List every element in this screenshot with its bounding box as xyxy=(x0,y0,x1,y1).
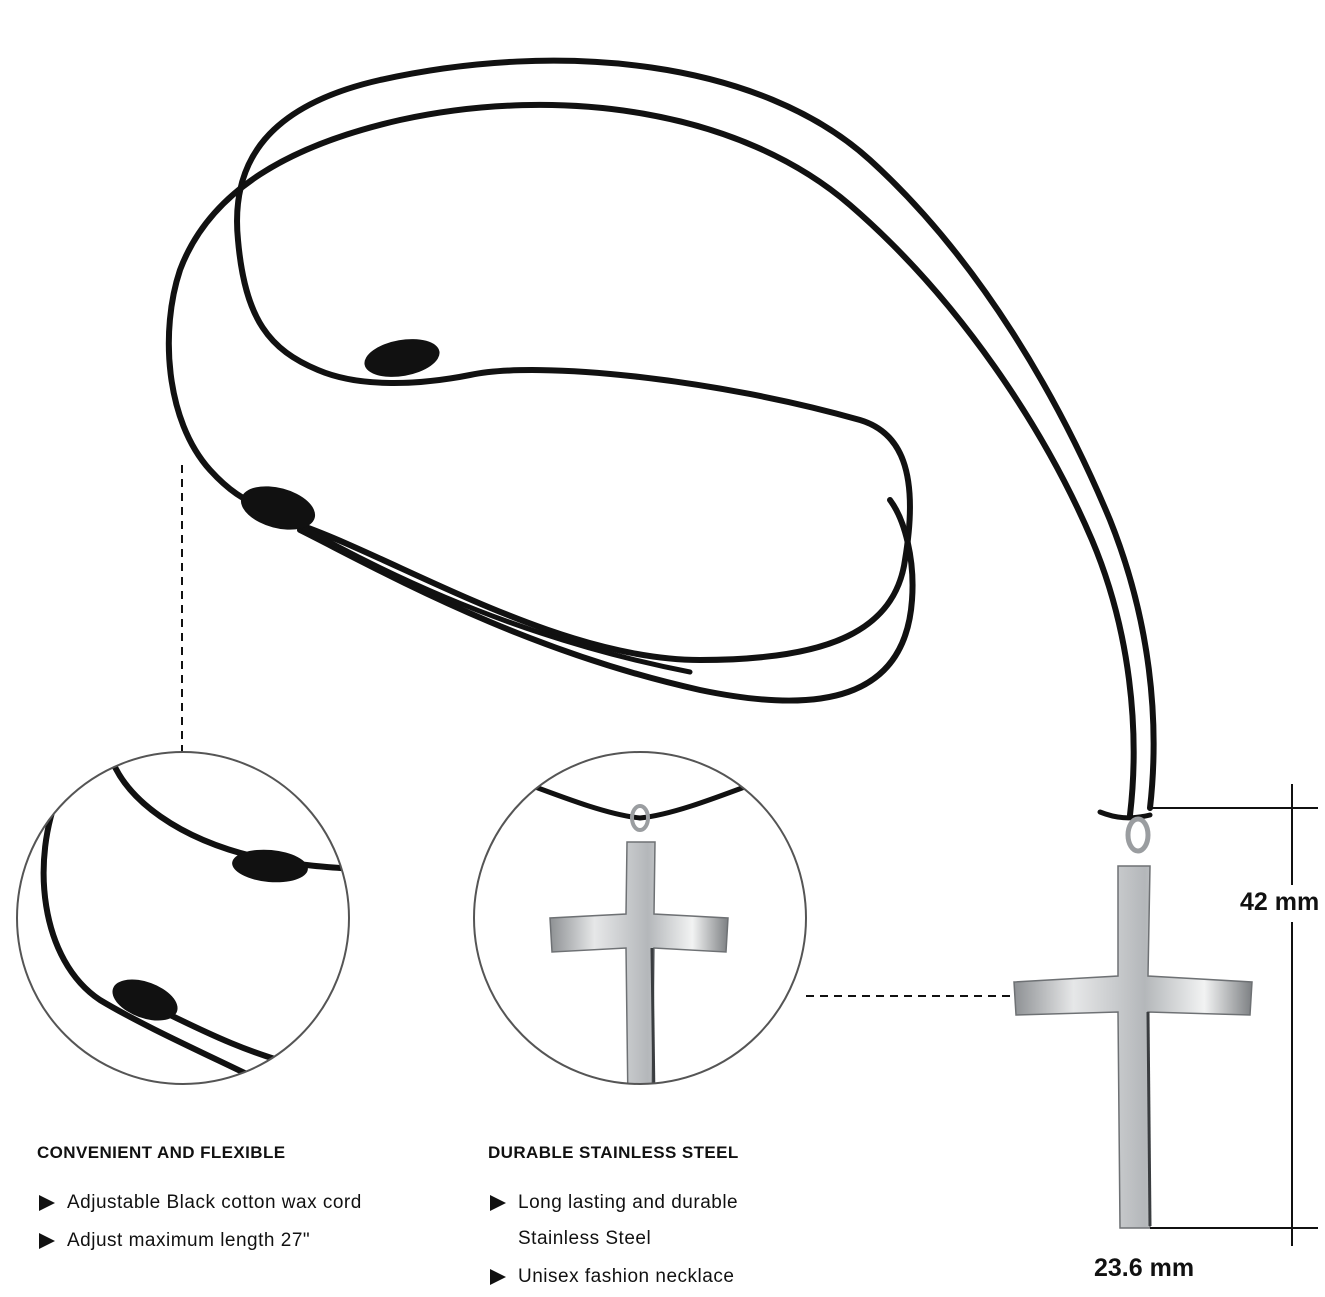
height-dimension-label: 42 mm xyxy=(1240,888,1320,916)
cross-pendant xyxy=(1013,816,1253,1229)
list-item: Long lasting and durable Stainless Steel xyxy=(488,1185,908,1257)
dashed-guides xyxy=(181,465,1015,997)
list-item: Adjust maximum length 27" xyxy=(37,1223,457,1259)
play-triangle-icon xyxy=(490,1195,506,1211)
pendant-zoom-circle xyxy=(473,751,807,1085)
list-item-text: Unisex fashion necklace xyxy=(518,1266,735,1287)
dimension-markers xyxy=(1150,784,1318,1246)
play-triangle-icon xyxy=(39,1195,55,1211)
feature-convenient-flexible: CONVENIENT AND FLEXIBLE Adjustable Black… xyxy=(37,1143,457,1261)
list-item: Unisex fashion necklace xyxy=(488,1259,908,1295)
necklace-cord xyxy=(165,57,1157,821)
list-item: Adjustable Black cotton wax cord xyxy=(37,1185,457,1221)
feature-title: DURABLE STAINLESS STEEL xyxy=(488,1143,739,1162)
feature-list: Long lasting and durable Stainless Steel… xyxy=(488,1185,908,1295)
list-item-text: Adjustable Black cotton wax cord xyxy=(67,1192,362,1213)
feature-durable-steel: DURABLE STAINLESS STEEL Long lasting and… xyxy=(488,1143,908,1297)
feature-title: CONVENIENT AND FLEXIBLE xyxy=(37,1143,286,1162)
play-triangle-icon xyxy=(490,1269,506,1285)
width-dimension-label: 23.6 mm xyxy=(1094,1254,1195,1282)
cord-zoom-circle xyxy=(16,751,350,1085)
play-triangle-icon xyxy=(39,1233,55,1249)
feature-list: Adjustable Black cotton wax cord Adjust … xyxy=(37,1185,457,1259)
list-item-text: Adjust maximum length 27" xyxy=(67,1230,311,1251)
list-item-text: Long lasting and durable Stainless Steel xyxy=(518,1192,739,1249)
